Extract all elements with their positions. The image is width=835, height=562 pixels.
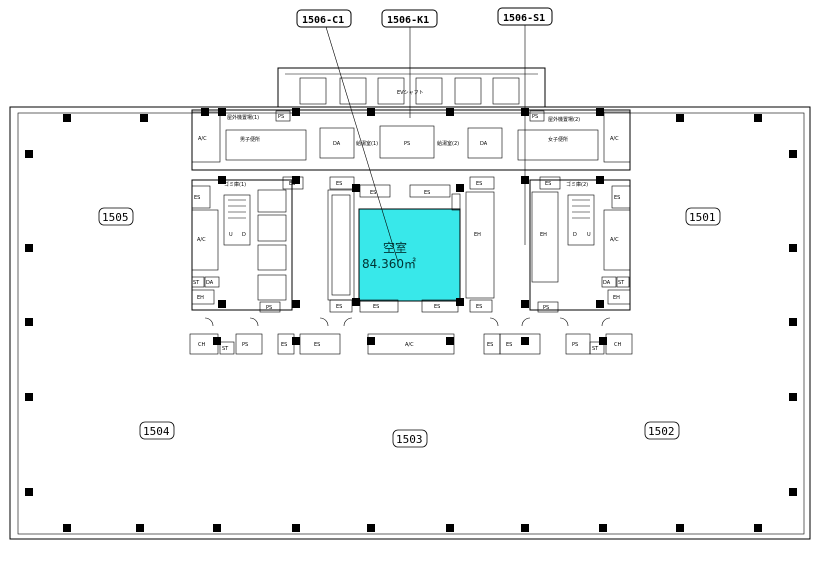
ac-label: A/C bbox=[405, 342, 414, 348]
ev-shaft-block: EVシャフト bbox=[277, 67, 546, 107]
ac-label: A/C bbox=[198, 136, 207, 142]
es-label: ES bbox=[281, 342, 287, 348]
callout-1506-k1: 1506-K1 bbox=[381, 9, 438, 28]
eh-label: EH bbox=[474, 232, 481, 238]
ps-label: PS bbox=[404, 141, 410, 147]
upper-core: A/C A/C 屋外機置場(1) 屋外機置場(2) PS PS 男子便所 女子便… bbox=[191, 108, 631, 171]
vacant-label: 空室 bbox=[383, 240, 407, 255]
es-label: ES bbox=[373, 304, 379, 310]
outer-walls bbox=[9, 106, 811, 540]
perimeter-columns bbox=[25, 114, 797, 532]
da-label: DA bbox=[480, 141, 488, 147]
es-label: ES bbox=[476, 181, 482, 187]
stair-u-label: U bbox=[587, 232, 591, 238]
es-label: ES bbox=[506, 342, 512, 348]
es-label: ES bbox=[336, 181, 342, 187]
unit-1501-label: 1501 bbox=[689, 211, 716, 224]
storage-right-label: 屋外機置場(2) bbox=[548, 116, 580, 123]
spare-right-label: ゴミ庫(2) bbox=[566, 181, 588, 188]
es-lower-row: ES ES ES ES bbox=[329, 299, 493, 313]
stair-d-label: D bbox=[242, 232, 246, 238]
ps-label: PS bbox=[543, 305, 549, 311]
stair-d-label: D bbox=[573, 232, 577, 238]
kyutou1-label: 給湯室(1) bbox=[356, 140, 378, 147]
storage-left-label: 屋外機置場(1) bbox=[227, 114, 259, 121]
es-label: ES bbox=[370, 190, 376, 196]
es-label: ES bbox=[476, 304, 482, 310]
es-label: ES bbox=[545, 181, 551, 187]
es-label: ES bbox=[314, 342, 320, 348]
da-label: DA bbox=[333, 141, 341, 147]
callout-1506-c1: 1506-C1 bbox=[296, 9, 352, 28]
kyutou2-label: 給湯室(2) bbox=[437, 140, 459, 147]
vacant-area-fill bbox=[358, 208, 461, 302]
unit-1502-label: 1502 bbox=[648, 425, 675, 438]
ps-label: PS bbox=[278, 114, 284, 120]
stair-u-label: U bbox=[229, 232, 233, 238]
ac-label: A/C bbox=[610, 136, 619, 142]
ch-label: CH bbox=[198, 342, 205, 348]
callout-leaders bbox=[325, 24, 526, 263]
right-core: ゴミ庫(2) EH D U A/C ES DA ST EH PS bbox=[521, 176, 631, 313]
unit-1503: 1503 bbox=[392, 429, 428, 448]
da-label: DA bbox=[206, 280, 214, 286]
ch-label: CH bbox=[614, 342, 621, 348]
callout-1506-s1: 1506-S1 bbox=[497, 7, 553, 26]
eh-label: EH bbox=[613, 295, 620, 301]
ac-label: A/C bbox=[197, 237, 206, 243]
es-label: ES bbox=[434, 304, 440, 310]
es-label: ES bbox=[614, 195, 620, 201]
eh-label: EH bbox=[540, 232, 547, 238]
wc-women-label: 女子便所 bbox=[548, 136, 568, 143]
st-label: ST bbox=[193, 280, 200, 286]
es-upper-row: ES ES ES ES ES ES bbox=[282, 176, 561, 198]
vacant-unit: 空室 84.360㎡ bbox=[352, 184, 464, 306]
ps-label: PS bbox=[242, 342, 248, 348]
es-label: ES bbox=[487, 342, 493, 348]
callout-s1-text: 1506-S1 bbox=[503, 13, 545, 24]
unit-1501: 1501 bbox=[685, 207, 721, 226]
st-label: ST bbox=[222, 346, 229, 352]
callout-k1-text: 1506-K1 bbox=[387, 15, 429, 26]
spare-left-label: ゴミ庫(1) bbox=[224, 181, 246, 188]
ac-label: A/C bbox=[610, 237, 619, 243]
es-label: ES bbox=[424, 190, 430, 196]
ps-label: PS bbox=[532, 114, 538, 120]
unit-1504-label: 1504 bbox=[143, 425, 170, 438]
eh-right-of-vacant: EH bbox=[465, 191, 495, 299]
da-label: DA bbox=[603, 280, 611, 286]
st-label: ST bbox=[592, 346, 599, 352]
st-label: ST bbox=[618, 280, 625, 286]
unit-1502: 1502 bbox=[644, 421, 680, 440]
wc-men-label: 男子便所 bbox=[240, 136, 260, 143]
unit-1505-label: 1505 bbox=[102, 211, 129, 224]
unit-1504: 1504 bbox=[139, 421, 175, 440]
unit-1505: 1505 bbox=[98, 207, 134, 226]
elevator-column-left bbox=[327, 189, 355, 301]
lower-service-row: CH ST PS ES ES A/C ES ES PS ST CH bbox=[189, 317, 633, 355]
ps-label: PS bbox=[266, 305, 272, 311]
left-core: ゴミ庫(1) ES A/C U D ST DA EH PS bbox=[191, 176, 300, 313]
callout-c1-text: 1506-C1 bbox=[302, 15, 344, 26]
eh-label: EH bbox=[197, 295, 204, 301]
unit-1503-label: 1503 bbox=[396, 433, 423, 446]
vacant-area: 84.360㎡ bbox=[362, 257, 416, 271]
es-label: ES bbox=[336, 304, 342, 310]
es-label: ES bbox=[194, 195, 200, 201]
ps-label: PS bbox=[572, 342, 578, 348]
